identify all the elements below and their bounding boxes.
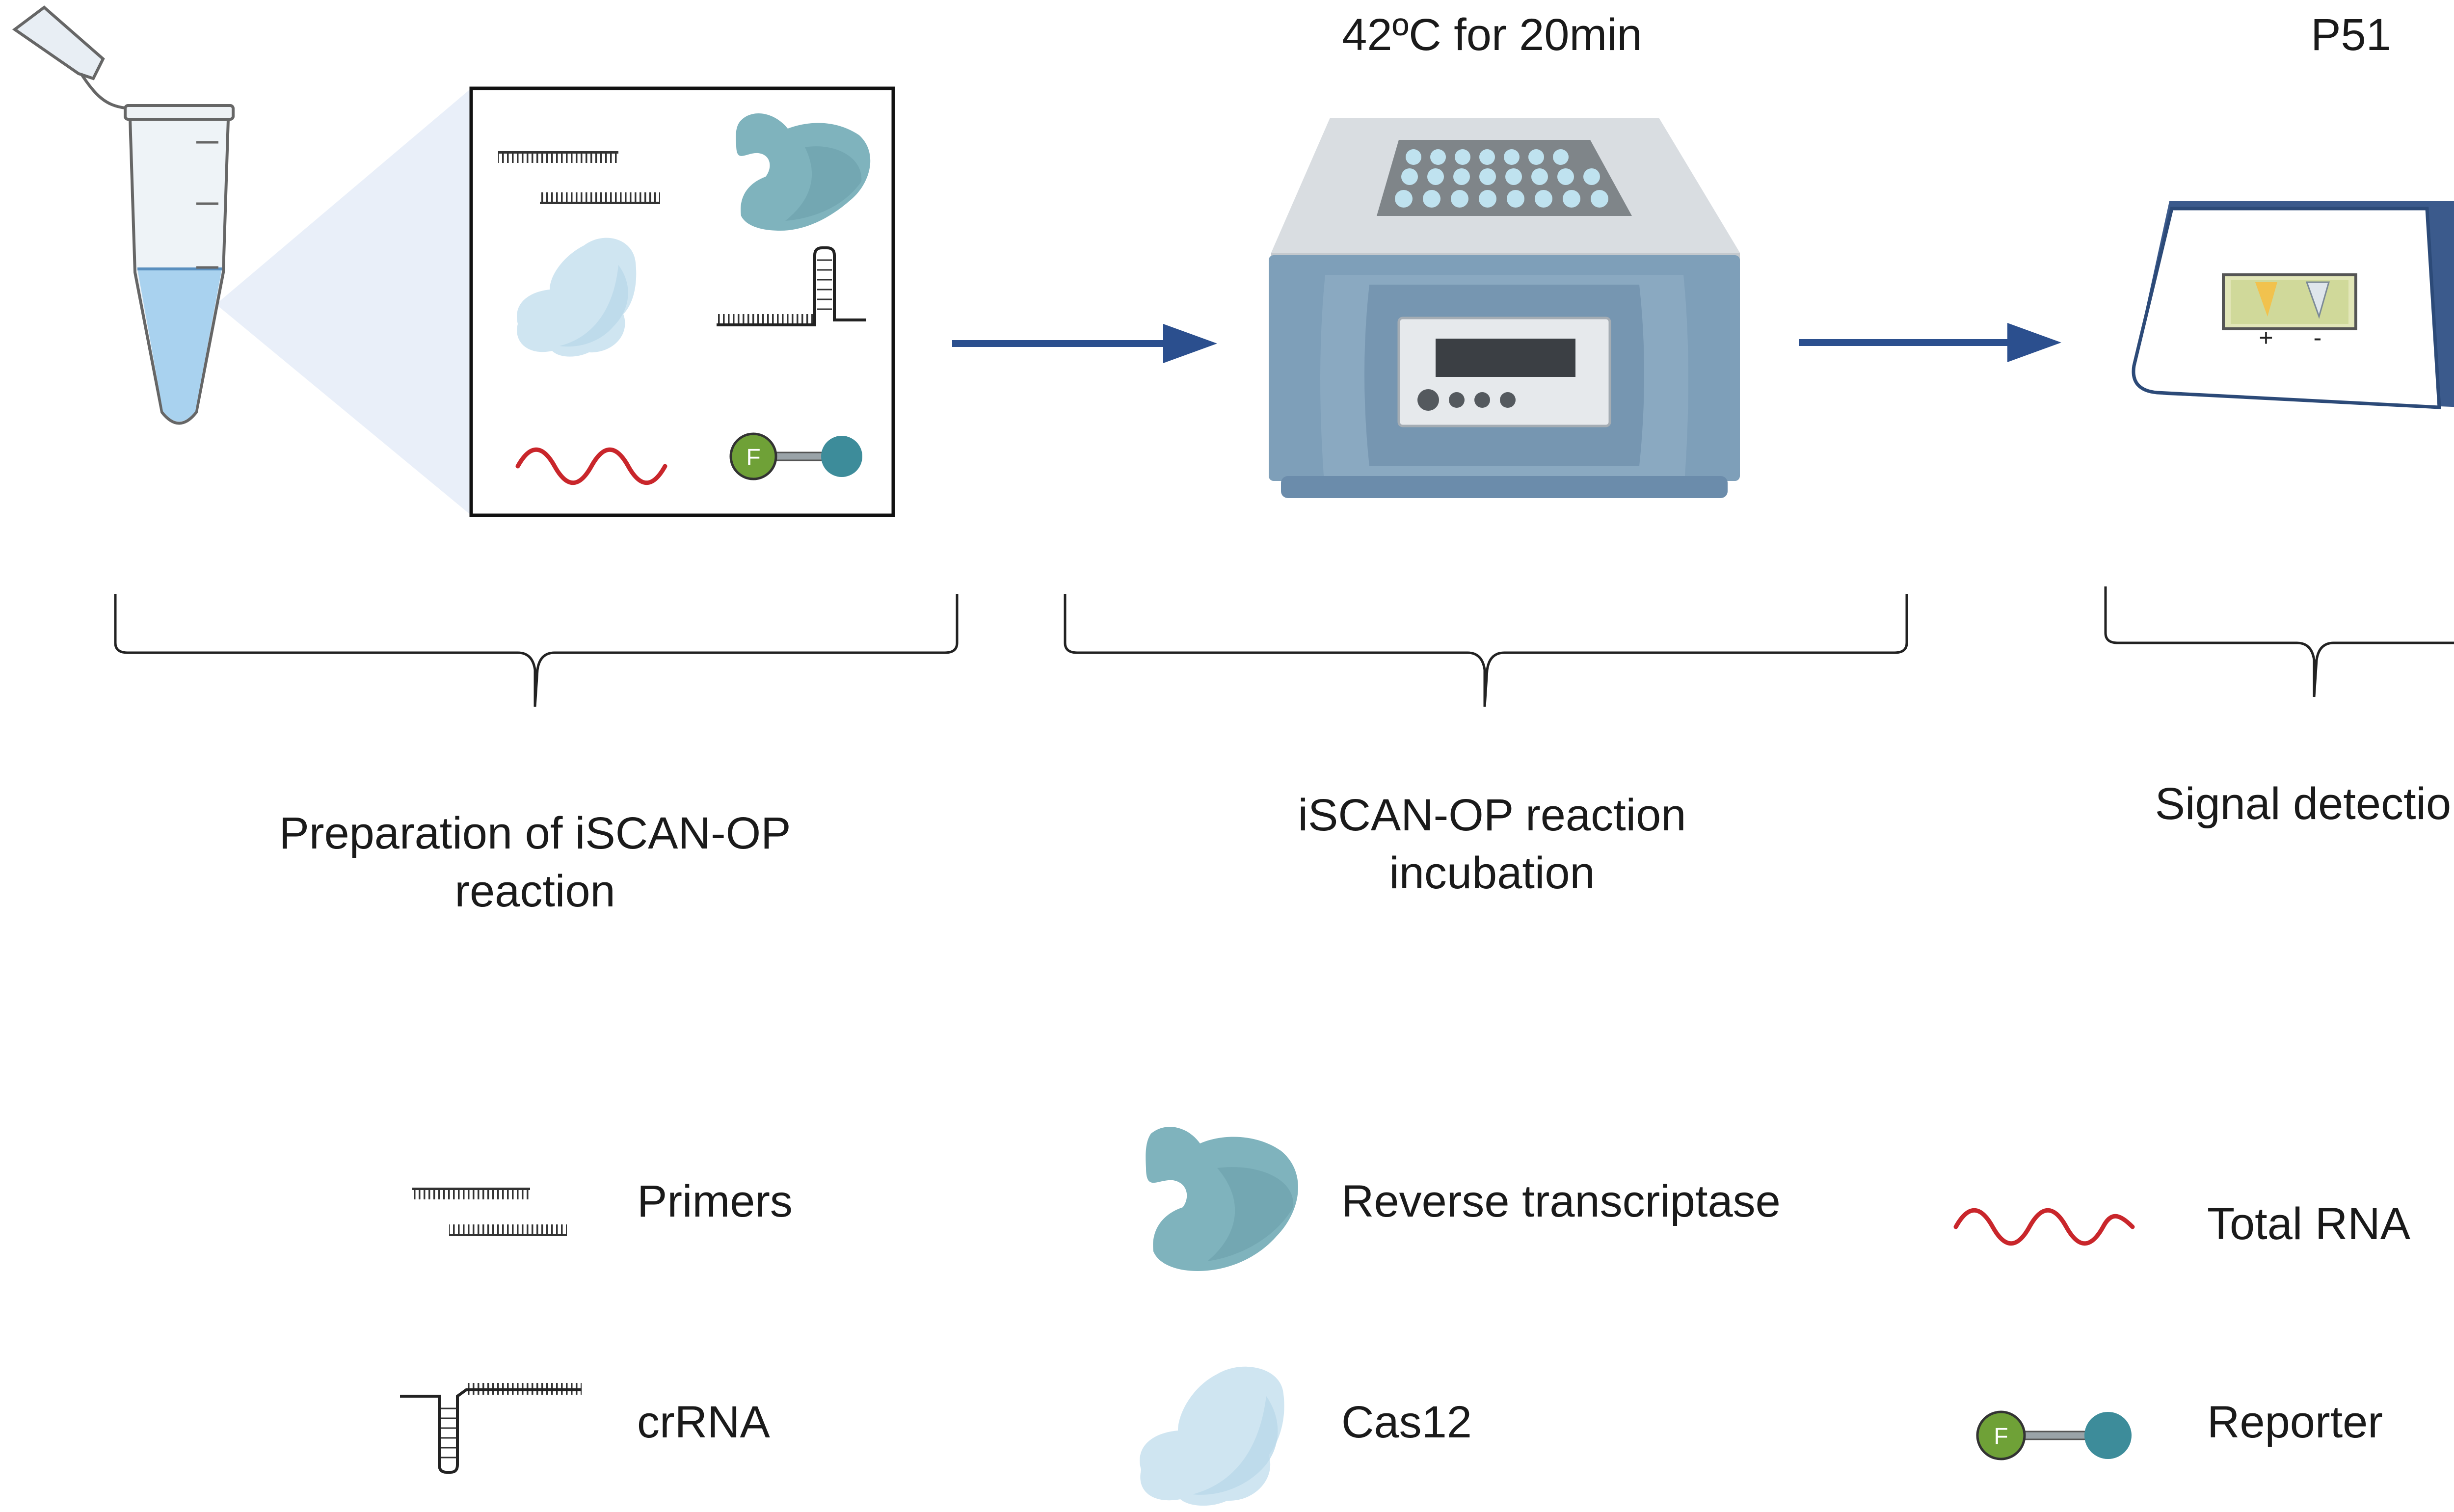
legend-reverse-transcriptase-label: Reverse transcriptase [1341, 1176, 1781, 1226]
incubation-brace [1064, 594, 1908, 707]
legend-reporter-label: Reporter [2207, 1397, 2383, 1447]
heat-block-incubator-icon [1269, 118, 1740, 498]
legend-primers-icon [412, 1188, 567, 1236]
legend-total-rna-icon [1953, 1208, 2135, 1246]
reporter-letter: F [746, 445, 760, 471]
legend-reporter-letter: F [1994, 1424, 2008, 1450]
incubation-step-label-line2: incubation [1389, 848, 1595, 898]
preparation-step-label-line2: reaction [454, 866, 615, 916]
detection-brace [2104, 586, 2454, 697]
legend-total-rna-label: Total RNA [2207, 1199, 2411, 1249]
preparation-brace [114, 594, 959, 707]
legend-reverse-transcriptase-icon [1146, 1127, 1298, 1271]
legend-crrna-icon [400, 1383, 582, 1474]
arrow-to-incubation [952, 324, 1217, 363]
preparation-step-label-line1: Preparation of iSCAN-OP [279, 808, 791, 858]
negative-sign: - [2314, 324, 2322, 351]
legend-cas12-label: Cas12 [1341, 1397, 1472, 1447]
legend-crrna-label: crRNA [637, 1397, 770, 1447]
incubation-step-label-line1: iSCAN-OP reaction [1298, 790, 1686, 840]
reaction-tube-icon [12, 5, 471, 515]
incubation-condition-label: 42ºC for 20min [1342, 10, 1642, 60]
p51-detector-icon: + - [2132, 201, 2454, 409]
reporter-icon: F [729, 432, 862, 480]
legend-primers-label: Primers [637, 1176, 793, 1226]
detection-step-label: Signal detection [2155, 779, 2454, 829]
legend-cas12-icon [1140, 1366, 1284, 1506]
legend-reporter-icon: F [1976, 1410, 2132, 1460]
detector-name-label: P51 [2311, 10, 2391, 60]
total-rna-icon [515, 447, 667, 485]
primers-icon [498, 151, 660, 204]
positive-sign: + [2259, 324, 2273, 351]
arrow-to-detection [1799, 323, 2061, 362]
crrna-icon [717, 246, 866, 326]
reaction-components-box: F [469, 86, 895, 517]
